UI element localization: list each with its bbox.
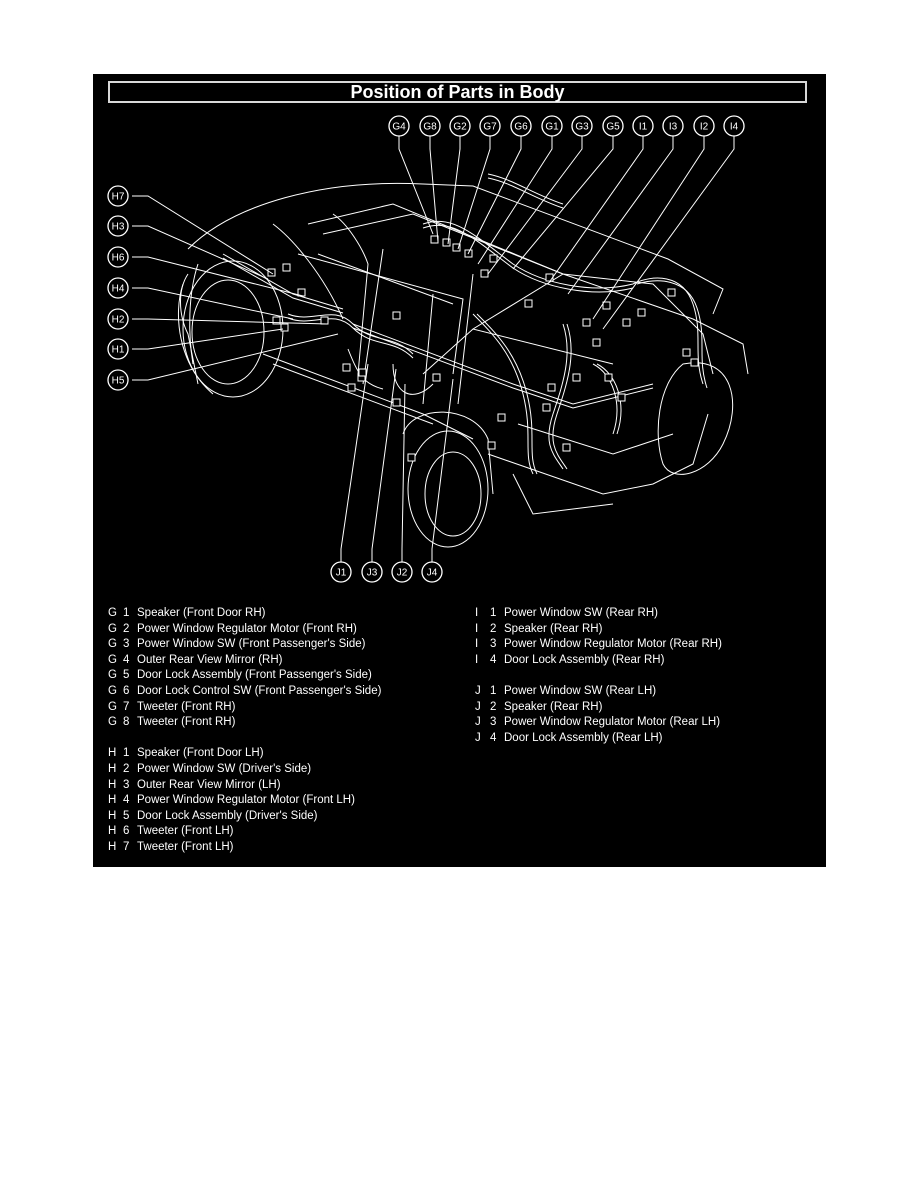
callout-h3: H3 (107, 215, 129, 237)
svg-text:H7: H7 (112, 192, 125, 203)
connectors (267, 235, 699, 462)
svg-text:J4: J4 (427, 568, 438, 579)
callout-g8: G8 (419, 115, 441, 137)
callout-i2: I2 (693, 115, 715, 137)
leader-lines-top (398, 136, 735, 330)
callout-i3: I3 (662, 115, 684, 137)
callout-h7: H7 (107, 185, 129, 207)
diagram-panel: Position of Parts in Body (93, 74, 826, 867)
page-title: Position of Parts in Body (108, 81, 807, 103)
callout-g7: G7 (479, 115, 501, 137)
svg-text:H6: H6 (112, 253, 125, 264)
svg-text:G7: G7 (483, 122, 497, 133)
svg-text:G4: G4 (392, 122, 406, 133)
callouts-bottom: J1 J3 J2 J4 (330, 561, 443, 583)
callout-h4: H4 (107, 277, 129, 299)
svg-text:I3: I3 (669, 122, 678, 133)
svg-text:H2: H2 (112, 315, 125, 326)
car-body-diagram: G4 G8 G2 G7 G6 G1 G3 G5 I1 I3 I2 I4 H7 H… (107, 115, 749, 583)
callout-h5: H5 (107, 369, 129, 391)
svg-text:G2: G2 (453, 122, 467, 133)
callout-h2: H2 (107, 308, 129, 330)
svg-text:G3: G3 (575, 122, 589, 133)
svg-text:J2: J2 (397, 568, 408, 579)
svg-text:H4: H4 (112, 284, 125, 295)
car-outline (178, 182, 749, 548)
callout-h1: H1 (107, 338, 129, 360)
svg-text:G6: G6 (514, 122, 528, 133)
svg-text:I1: I1 (639, 122, 648, 133)
svg-text:H5: H5 (112, 376, 125, 387)
svg-text:I2: I2 (700, 122, 709, 133)
callout-i1: I1 (632, 115, 654, 137)
callout-g5: G5 (602, 115, 624, 137)
svg-text:J1: J1 (336, 568, 347, 579)
callout-g1: G1 (541, 115, 563, 137)
callout-j4: J4 (421, 561, 443, 583)
callout-g4: G4 (388, 115, 410, 137)
callout-j2: J2 (391, 561, 413, 583)
svg-text:G8: G8 (423, 122, 437, 133)
wire-harness (222, 173, 708, 475)
callouts-left: H7 H3 H6 H4 H2 H1 H5 (107, 185, 129, 391)
svg-text:G5: G5 (606, 122, 620, 133)
callout-i4: I4 (723, 115, 745, 137)
callout-g3: G3 (571, 115, 593, 137)
callout-g6: G6 (510, 115, 532, 137)
leader-lines-bottom (340, 363, 454, 562)
leader-lines-left (132, 195, 339, 381)
callout-g2: G2 (449, 115, 471, 137)
callout-j1: J1 (330, 561, 352, 583)
svg-text:I4: I4 (730, 122, 739, 133)
legend-spacer (475, 668, 722, 684)
legend-spacer (108, 731, 381, 747)
svg-text:H1: H1 (112, 345, 125, 356)
callout-j3: J3 (361, 561, 383, 583)
svg-text:G1: G1 (545, 122, 559, 133)
svg-text:J3: J3 (367, 568, 378, 579)
svg-text:H3: H3 (112, 222, 125, 233)
callout-h6: H6 (107, 246, 129, 268)
callouts-top: G4 G8 G2 G7 G6 G1 G3 G5 I1 I3 I2 I4 (388, 115, 745, 137)
